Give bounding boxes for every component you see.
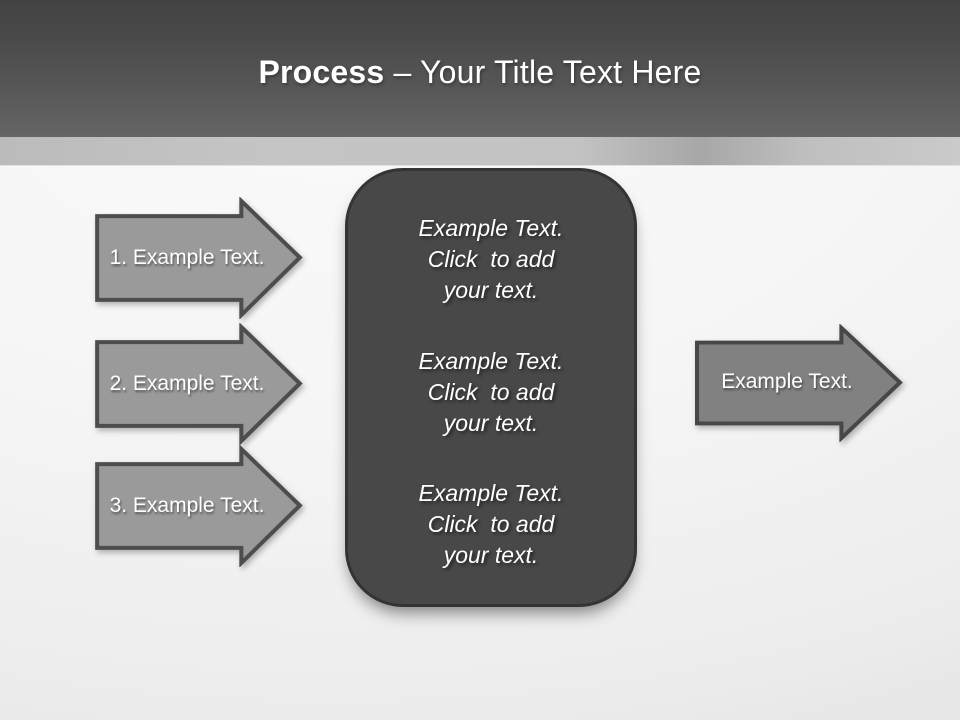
page-title: Process – Your Title Text Here — [258, 54, 701, 91]
right-arrow-shape — [95, 323, 303, 445]
title-band: Process – Your Title Text Here — [0, 0, 960, 137]
text-placeholder-2[interactable]: Example Text. Click to add your text. — [358, 346, 624, 439]
placeholder-line: your text. — [443, 277, 539, 303]
arrow-2-label: 2. Example Text. — [109, 372, 265, 395]
right-arrow-shape — [95, 197, 303, 319]
placeholder-line: Example Text. — [418, 480, 564, 506]
text-placeholder-3[interactable]: Example Text. Click to add your text. — [358, 478, 624, 571]
placeholder-line: Click to add — [427, 246, 555, 272]
text-placeholder-1[interactable]: Example Text. Click to add your text. — [358, 213, 624, 306]
center-text-box[interactable]: Example Text. Click to add your text. Ex… — [345, 168, 637, 607]
placeholder-line: Click to add — [427, 378, 555, 405]
page-title-rest: – Your Title Text Here — [384, 54, 702, 90]
placeholder-line: your text. — [443, 542, 539, 568]
placeholder-line: Click to add — [427, 511, 555, 537]
right-arrow-label: Example Text. — [721, 370, 853, 393]
process-arrow-3[interactable]: 3. Example Text. — [93, 445, 305, 567]
right-arrow-shape — [695, 324, 903, 442]
placeholder-line: your text. — [443, 409, 539, 436]
process-arrow-1[interactable]: 1. Example Text. — [93, 197, 305, 319]
arrow-1-label: 1. Example Text. — [109, 246, 265, 269]
placeholder-line: Example Text. — [418, 215, 564, 241]
header-stripe — [0, 137, 960, 166]
process-arrow-2[interactable]: 2. Example Text. — [93, 323, 305, 445]
right-arrow-shape — [95, 445, 303, 567]
process-arrow-output[interactable]: Example Text. — [693, 324, 905, 442]
placeholder-line: Example Text. — [418, 347, 564, 374]
arrow-3-label: 3. Example Text. — [109, 494, 265, 517]
page-title-keyword: Process — [258, 54, 385, 90]
